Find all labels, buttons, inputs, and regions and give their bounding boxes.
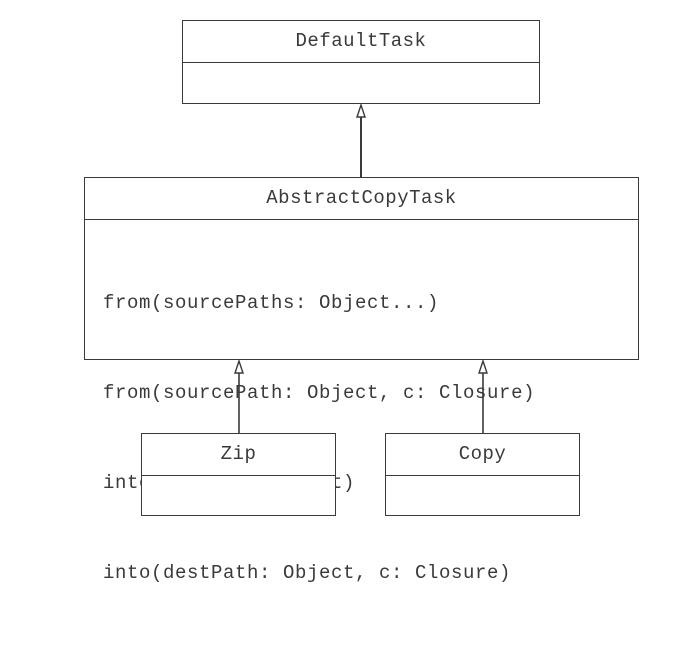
method-signature: from(sourcePath: Object, c: Closure) [103, 382, 536, 404]
class-box-zip: Zip [141, 433, 336, 516]
class-name: Zip [142, 434, 335, 476]
class-box-copy: Copy [385, 433, 580, 516]
class-box-abstractcopytask: AbstractCopyTask from(sourcePaths: Objec… [84, 177, 639, 584]
hollow-triangle-arrowhead [356, 102, 366, 118]
class-name: DefaultTask [183, 21, 539, 63]
class-name: Copy [386, 434, 579, 476]
class-name: AbstractCopyTask [85, 178, 638, 220]
method-signature: into(destPath: Object, c: Closure) [103, 562, 512, 584]
uml-class-diagram: DefaultTask AbstractCopyTask from(source… [84, 20, 639, 584]
class-methods-compartment [386, 476, 579, 484]
class-methods-compartment [183, 63, 539, 71]
class-box-defaulttask: DefaultTask [182, 20, 540, 104]
inheritance-arrow-abstractcopytask-defaulttask [356, 102, 366, 177]
class-methods-compartment [142, 476, 335, 484]
method-signature: from(sourcePaths: Object...) [103, 292, 440, 314]
